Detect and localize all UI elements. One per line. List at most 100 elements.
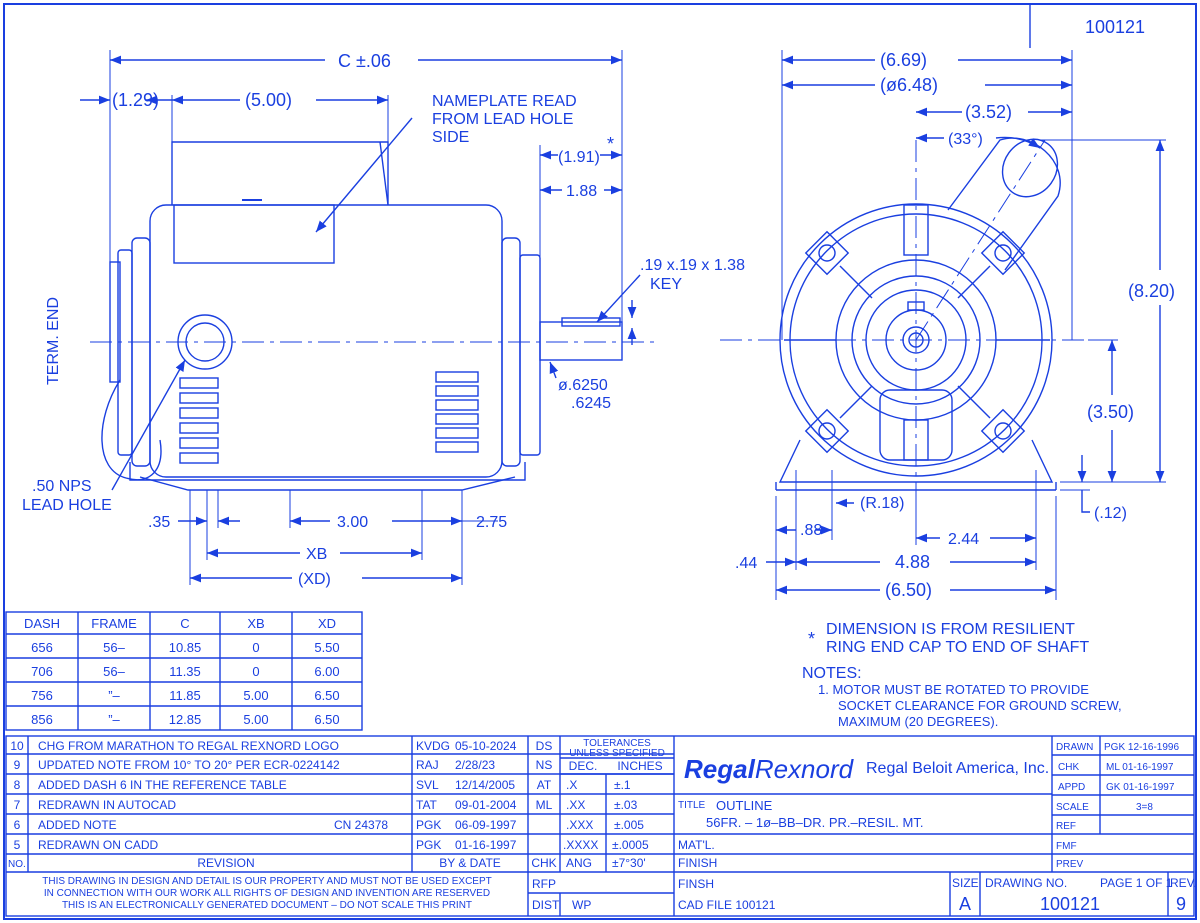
- finish-label: FINISH: [678, 856, 717, 870]
- rev-date: 06-09-1997: [455, 818, 517, 832]
- approval-value: GK 01-16-1997: [1106, 782, 1175, 793]
- table-cell: 12.85: [169, 712, 202, 727]
- table-cell: ”–: [108, 688, 120, 703]
- table-cell: 756: [31, 688, 53, 703]
- sheet-border: [3, 3, 1197, 920]
- tol-dec: ANG: [566, 856, 592, 870]
- dim-4-88: 4.88: [895, 552, 930, 572]
- title-block-grid: [5, 735, 1195, 917]
- rev-date: 09-01-2004: [455, 798, 517, 812]
- rev-desc: ADDED DASH 6 IN THE REFERENCE TABLE: [38, 778, 287, 792]
- table-cell: 5.00: [243, 712, 268, 727]
- rev-desc: CHG FROM MARATHON TO REGAL REXNORD LOGO: [38, 739, 339, 753]
- approval-value: ML 01-16-1997: [1106, 762, 1174, 773]
- rev-chk: DS: [536, 739, 553, 753]
- table-cell: 706: [31, 664, 53, 679]
- rev-by: KVDG: [416, 739, 450, 753]
- rev-header-bydate: BY & DATE: [439, 856, 501, 870]
- dim-3-50: (3.50): [1087, 402, 1134, 422]
- dim-3-52: (3.52): [965, 102, 1012, 122]
- dash-header: DASH: [24, 616, 60, 631]
- lead-hole-1: .50 NPS: [32, 478, 92, 495]
- approval-label: PREV: [1056, 859, 1084, 870]
- rev-header-revision: REVISION: [197, 856, 254, 870]
- dim-xb: XB: [306, 546, 327, 563]
- table-cell: 856: [31, 712, 53, 727]
- table-cell: 0: [252, 640, 259, 655]
- tol-val: ±.1: [614, 778, 631, 792]
- key-label-1: .19 x.19 x 1.38: [640, 257, 745, 274]
- drawing-no-value: 100121: [1040, 894, 1100, 914]
- nameplate-line-2: FROM LEAD HOLE: [432, 111, 573, 128]
- table-cell: 5.50: [314, 640, 339, 655]
- rev-no: 5: [14, 838, 21, 852]
- tolerances-inches-header: INCHES: [617, 759, 662, 773]
- dim-1-91: (1.91): [558, 149, 600, 166]
- shaft-dia-2: .6245: [571, 395, 611, 412]
- tol-val: ±.005: [614, 818, 644, 832]
- table-cell: 6.50: [314, 688, 339, 703]
- wp-label: WP: [572, 898, 591, 912]
- rev-date: 2/28/23: [455, 758, 495, 772]
- rev-desc: REDRAWN IN AUTOCAD: [38, 798, 176, 812]
- drawing-no-label: DRAWING NO.: [985, 876, 1067, 890]
- dim-6-48: (ø6.48): [880, 75, 938, 95]
- asterisk-mark: *: [607, 134, 614, 154]
- table-cell: 6.50: [314, 712, 339, 727]
- drawing-labels: 100121 C ±.06 (1.29) (5.00) NAMEPLATE RE…: [22, 17, 1175, 729]
- rev-chk: AT: [537, 778, 552, 792]
- dim-2-75: 2.75: [476, 514, 507, 531]
- tol-val: ±.0005: [612, 838, 649, 852]
- dim-0-44: .44: [735, 555, 757, 572]
- nameplate-line-3: SIDE: [432, 129, 469, 146]
- approval-label: APPD: [1058, 782, 1085, 793]
- table-cell: 11.35: [169, 664, 201, 679]
- end-view-motor: [720, 137, 1085, 500]
- approval-label: REF: [1056, 821, 1076, 832]
- rev-no: 9: [14, 758, 21, 772]
- rev-desc: ADDED NOTE: [38, 818, 117, 832]
- title-line-1: OUTLINE: [716, 798, 773, 813]
- rev-by: SVL: [416, 778, 439, 792]
- key-label-2: KEY: [650, 276, 682, 293]
- dim-33-deg: (33°): [948, 131, 983, 148]
- dim-0-88: .88: [800, 522, 822, 539]
- table-cell: 0: [252, 664, 259, 679]
- shaft-dia-1: ø.6250: [558, 377, 608, 394]
- dim-6-50: (6.50): [885, 580, 932, 600]
- approval-label: FMF: [1056, 841, 1077, 852]
- notes-heading: NOTES:: [802, 665, 862, 682]
- frame-header: FRAME: [91, 616, 137, 631]
- table-cell: 56–: [103, 664, 125, 679]
- c-header: C: [180, 616, 189, 631]
- note-line-1: 1. MOTOR MUST BE ROTATED TO PROVIDE: [818, 682, 1089, 697]
- disclaimer-line-2: IN CONNECTION WITH OUR WORK ALL RIGHTS O…: [44, 888, 490, 899]
- table-cell: 56–: [103, 640, 125, 655]
- disclaimer-line-3: THIS IS AN ELECTRONICALLY GENERATED DOCU…: [62, 900, 472, 911]
- title-line-2: 56FR. – 1ø–BB–DR. PR.–RESIL. MT.: [706, 815, 923, 830]
- rev-ecr: CN 24378: [334, 818, 388, 832]
- rev-label: REV.: [1170, 876, 1197, 890]
- tolerances-title-2: UNLESS SPECIFIED: [569, 748, 665, 759]
- tol-dec: .XXXX: [563, 838, 598, 852]
- footnote-line-2: RING END CAP TO END OF SHAFT: [826, 639, 1089, 656]
- rev-desc: UPDATED NOTE FROM 10° TO 20° PER ECR-022…: [38, 758, 340, 772]
- finsh-label: FINSH: [678, 877, 714, 891]
- logo-rexnord: Rexnord: [755, 754, 855, 784]
- tol-dec: .X: [566, 778, 577, 792]
- rev-chk: NS: [536, 758, 553, 772]
- rev-header-no: NO.: [8, 859, 26, 870]
- tol-val: ±.03: [614, 798, 638, 812]
- rev-chk: ML: [536, 798, 553, 812]
- table-cell: ”–: [108, 712, 120, 727]
- table-cell: 656: [31, 640, 53, 655]
- dim-xd: (XD): [298, 571, 331, 588]
- dash-table-grid: [5, 611, 363, 731]
- rev-no: 10: [10, 739, 24, 753]
- table-cell: 11.85: [169, 688, 201, 703]
- revision-table: 10 CHG FROM MARATHON TO REGAL REXNORD LO…: [8, 739, 557, 911]
- approvals-block: DRAWN PGK 12-16-1996 CHK ML 01-16-1997 A…: [1056, 742, 1179, 870]
- table-cell: 6.00: [314, 664, 339, 679]
- xd-header: XD: [318, 616, 336, 631]
